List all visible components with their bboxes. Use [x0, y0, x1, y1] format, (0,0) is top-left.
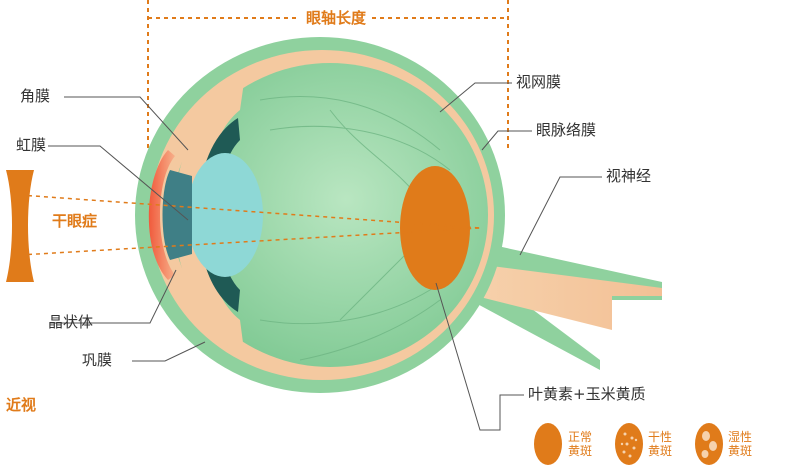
iris-label: 虹膜	[16, 136, 47, 154]
sclera-label: 巩膜	[82, 351, 113, 369]
retina-layer	[172, 63, 488, 367]
lens-label: 晶状体	[48, 313, 94, 331]
macula-dry-icon	[615, 423, 643, 465]
macula-wet-label: 湿性黄斑	[728, 430, 753, 458]
pigments-label: 叶黄素+玉米黄质	[528, 385, 646, 403]
leader-lines	[48, 82, 602, 431]
macula-dry-label: 干性黄斑	[648, 430, 673, 458]
choroid-label: 眼脉络膜	[536, 121, 597, 139]
iris	[162, 170, 192, 260]
optic-nerve	[460, 262, 662, 330]
macula-wet-icon	[695, 423, 723, 465]
macula	[400, 166, 470, 290]
axial-length-label: 眼轴长度	[300, 11, 373, 26]
dry-eye-label: 干眼症	[52, 212, 98, 230]
cornea-label: 角膜	[20, 87, 51, 105]
myopia-label: 近视	[6, 396, 37, 414]
macula-normal-icon	[534, 423, 562, 465]
concave-lens	[6, 170, 34, 282]
retina-label: 视网膜	[516, 73, 562, 91]
light-rays	[19, 194, 481, 256]
anterior-tissue	[172, 75, 245, 358]
macula-normal-label: 正常黄斑	[568, 430, 593, 458]
optic-nerve-label: 视神经	[606, 167, 652, 185]
cornea	[148, 150, 175, 280]
lens	[187, 153, 263, 277]
